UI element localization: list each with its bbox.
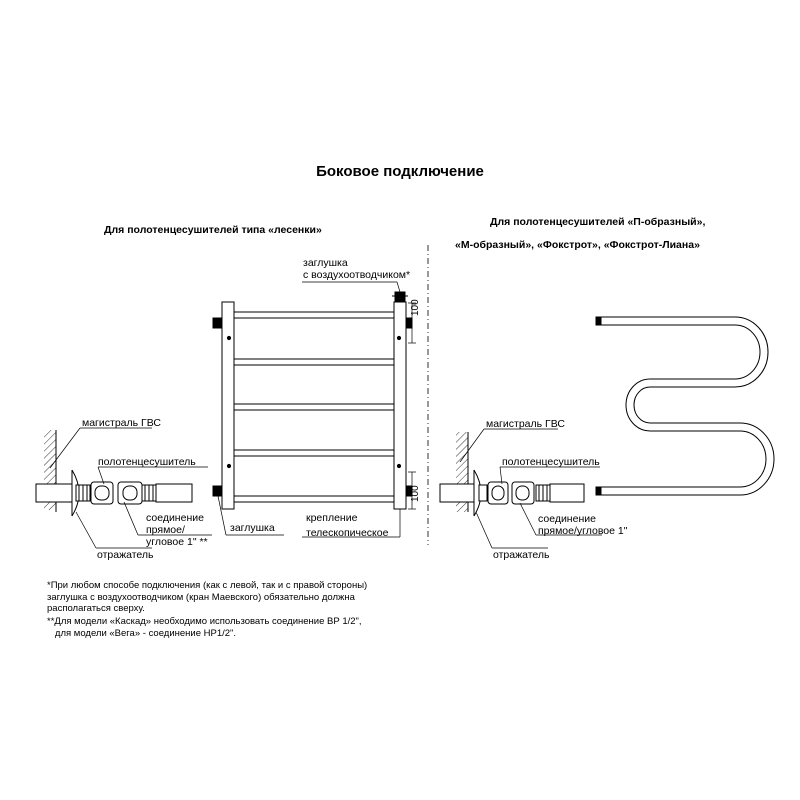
m-shaped-towel-dryer	[595, 316, 775, 496]
label-plug-air-vent-1: заглушка	[303, 257, 348, 269]
label-connection-right-1: соединение	[538, 513, 596, 525]
left-leader-lines	[49, 281, 401, 549]
label-towel-dryer-right: полотенцесушитель	[502, 456, 600, 468]
right-section-subtitle-line2: «М-образный», «Фокстрот», «Фокстрот-Лиан…	[455, 239, 700, 251]
footnote-1: *При любом способе подключения (как с ле…	[47, 580, 368, 614]
page-title: Боковое подключение	[316, 163, 484, 180]
label-reflector-left: отражатель	[97, 549, 154, 561]
label-mount-1: крепление	[306, 512, 358, 524]
right-fitting-assembly	[439, 432, 585, 517]
label-reflector-right: отражатель	[493, 549, 550, 561]
label-main-line-left: магистраль ГВС	[82, 417, 161, 429]
right-leader-lines	[459, 428, 602, 549]
label-connection-left-3: угловое 1" **	[146, 536, 208, 548]
ladder-towel-dryer	[212, 291, 413, 510]
label-plug: заглушка	[230, 522, 275, 534]
label-connection-left-2: прямое/	[146, 524, 185, 536]
label-plug-air-vent-2: с воздухоотводчиком*	[303, 269, 411, 281]
left-section-subtitle: Для полотенцесушителей типа «лесенки»	[104, 224, 322, 236]
label-main-line-right: магистраль ГВС	[486, 418, 565, 430]
dimension-label-bottom: 100	[410, 485, 421, 502]
label-towel-dryer-left: полотенцесушитель	[98, 456, 196, 468]
dimension-lines	[408, 302, 416, 510]
right-section-subtitle-line1: Для полотенцесушителей «П-образный»,	[490, 216, 706, 228]
left-fitting-assembly	[35, 430, 193, 517]
dimension-label-top: 100	[410, 299, 421, 316]
footnote-2: **Для модели «Каскад» необходимо использ…	[47, 616, 362, 639]
label-connection-left-1: соединение	[146, 512, 204, 524]
label-connection-right-2: прямое/угловое 1"	[538, 525, 628, 537]
label-mount-2: телескопическое	[306, 527, 389, 539]
